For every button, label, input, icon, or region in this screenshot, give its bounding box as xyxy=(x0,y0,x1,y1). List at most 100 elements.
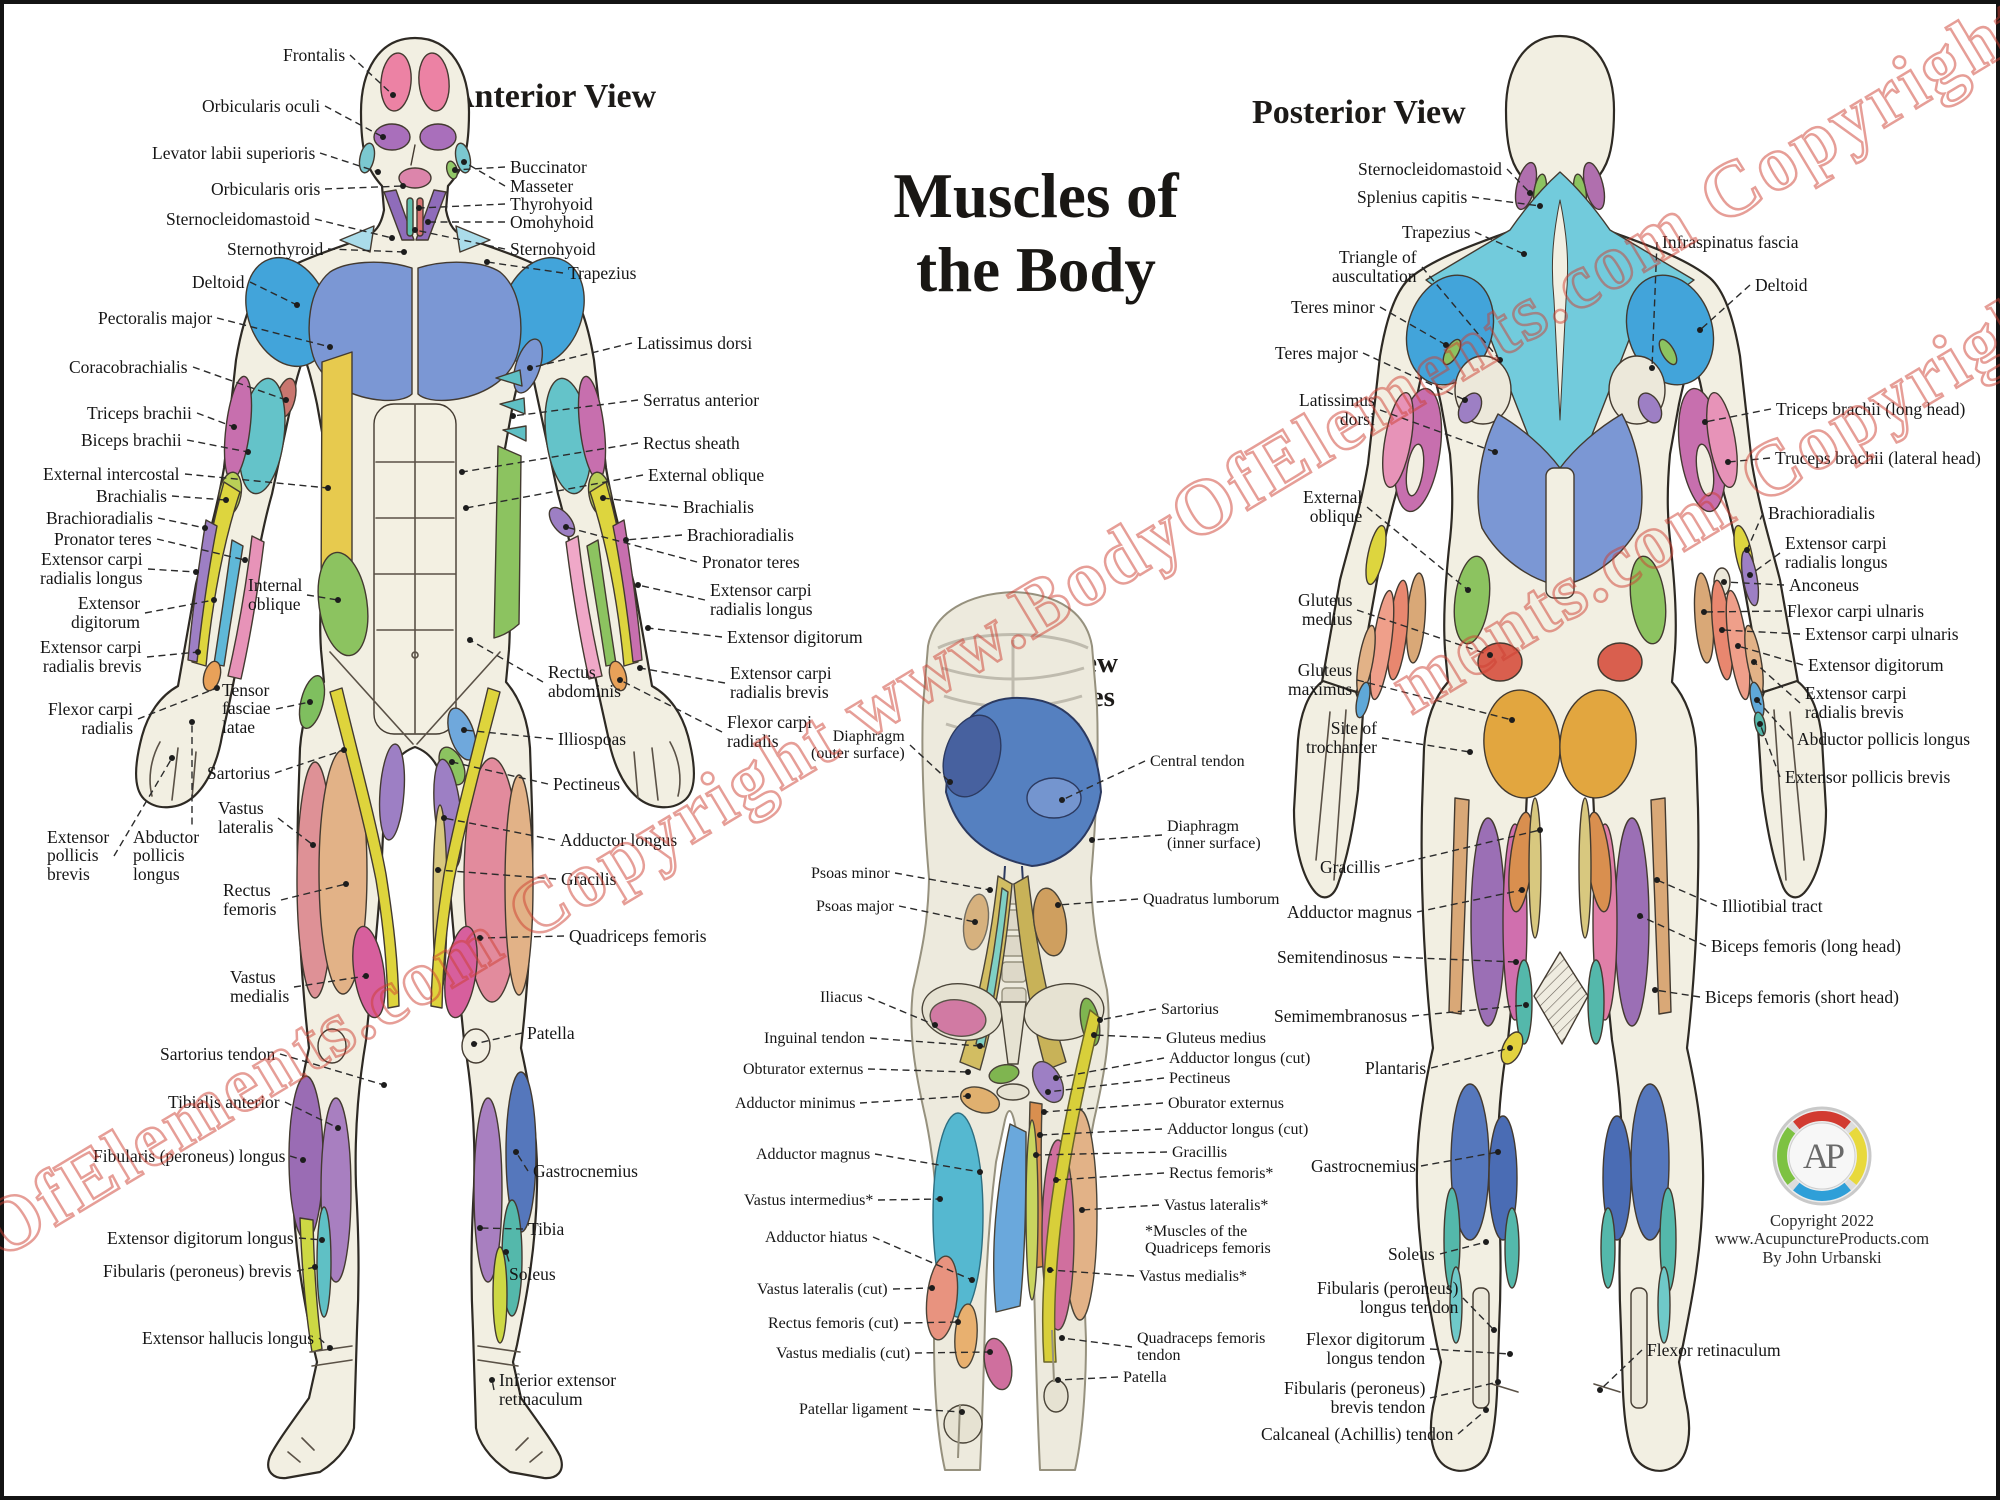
copyright-line: Copyright 2022 xyxy=(1769,1211,1875,1230)
muscle-label: Psoas major xyxy=(816,897,894,915)
muscle-label: Gracillis xyxy=(1172,1143,1228,1161)
muscle-label: Flexor carpi radialis xyxy=(727,712,813,751)
muscle-label: Vastus lateralis (cut) xyxy=(757,1280,888,1298)
muscle-label: Abductor pollicis longus xyxy=(1797,728,1971,749)
logo-letters: AP xyxy=(1803,1136,1844,1176)
muscle-label: Sartorius tendon xyxy=(160,1043,276,1064)
muscle-label: Biceps femoris (short head) xyxy=(1705,986,1899,1007)
muscle-label: Brachioradialis xyxy=(687,524,794,545)
anterior-view-heading: Anterior View xyxy=(450,78,657,115)
muscle-label: Biceps brachii xyxy=(81,429,182,450)
muscle-label: Pectineus xyxy=(1169,1069,1231,1087)
muscle-label: Rectus femoris xyxy=(223,880,277,919)
posterior-view-heading: Posterior View xyxy=(1252,94,1466,131)
muscle-label: Adductor longus (cut) xyxy=(1169,1049,1311,1067)
muscle-label: Tibialis anterior xyxy=(168,1091,280,1112)
muscle-label: Vastus intermedius* xyxy=(744,1191,874,1209)
muscle-label: Sartorius xyxy=(207,762,271,783)
muscle-label: Extensor carpi radialis longus xyxy=(1785,533,1888,572)
muscle-label: Sternocleidomastoid xyxy=(1358,158,1502,179)
muscle-label: Soleus xyxy=(1388,1243,1435,1264)
muscle-label: Trapezius xyxy=(568,262,637,283)
muscle-label: Extensor carpi ulnaris xyxy=(1805,623,1959,644)
muscle-label: *Muscles of the Quadriceps femoris xyxy=(1145,1222,1271,1257)
muscle-label: Obturator externus xyxy=(743,1060,864,1078)
muscle-label: Fibularis (peroneus) longus tendon xyxy=(1317,1278,1459,1317)
muscle-label: Internal oblique xyxy=(248,575,303,614)
muscle-label: Abductor pollicis longus xyxy=(133,826,200,885)
muscle-label: Semimembranosus xyxy=(1274,1005,1408,1026)
muscle-label: Buccinator xyxy=(510,156,587,177)
muscle-label: Diaphragm (outer surface) xyxy=(811,727,905,762)
muscle-label: Gastrocnemius xyxy=(1311,1155,1416,1176)
muscle-label: Pronator teres xyxy=(54,528,152,549)
muscle-label: Rectus femoris (cut) xyxy=(768,1314,899,1332)
muscle-label: Gracillis xyxy=(1320,856,1381,877)
muscle-label: Thyrohyoid xyxy=(510,193,593,214)
muscle-label: Psoas minor xyxy=(811,864,890,882)
muscle-label: Sternothyroid xyxy=(227,238,324,259)
muscle-label: Brachioradialis xyxy=(46,507,153,528)
muscle-label: Fibularis (peroneus) brevis xyxy=(103,1260,292,1281)
muscle-label: Vastus lateralis* xyxy=(1164,1196,1269,1214)
copyright-line: www.AcupunctureProducts.com xyxy=(1714,1229,1930,1249)
muscle-label: Teres major xyxy=(1275,342,1358,363)
muscle-label: Extensor carpi radialis brevis xyxy=(40,637,142,676)
posterior-figure xyxy=(1292,34,1828,1472)
muscle-label: Gracilis xyxy=(561,868,617,889)
muscle-label: Fibularis (peroneus) brevis tendon xyxy=(1284,1378,1426,1417)
muscle-label: Calcaneal (Achillis) tendon xyxy=(1261,1423,1454,1444)
muscle-label: Masseter xyxy=(510,175,574,196)
muscle-label: Vastus medialis (cut) xyxy=(776,1344,911,1362)
muscle-label: External oblique xyxy=(1303,487,1363,526)
muscle-label: Tensor fasciae latae xyxy=(222,679,271,738)
muscle-label: Triceps brachii xyxy=(87,402,192,423)
muscle-label: Latissimus dorsi xyxy=(637,332,753,353)
muscle-label: Serratus anterior xyxy=(643,389,760,410)
muscle-label: Extensor pollicis brevis xyxy=(1785,766,1951,787)
muscle-label: Gluteus medius xyxy=(1166,1029,1266,1047)
muscle-label: Extensor digitorum xyxy=(1808,654,1944,675)
muscle-label: Extensor digitorum longus xyxy=(107,1227,294,1248)
muscle-label: Latissimus dorsi xyxy=(1299,390,1375,429)
muscle-label: Deltoid xyxy=(1755,274,1808,295)
muscle-label: Orbicularis oris xyxy=(211,178,321,199)
muscle-label: Extensor hallucis longus xyxy=(142,1327,315,1348)
muscle-label: Flexor carpi radialis xyxy=(48,699,134,738)
muscle-label: Adductor hiatus xyxy=(765,1228,868,1246)
muscle-label: Frontalis xyxy=(283,44,346,65)
anterior-figure xyxy=(135,36,695,1480)
muscle-label: Gluteus maximus xyxy=(1288,660,1353,699)
muscle-label: Iliacus xyxy=(820,988,863,1006)
muscle-label: Semitendinosus xyxy=(1277,946,1388,967)
muscle-label: Brachioradialis xyxy=(1768,502,1875,523)
muscle-label: Omohyhoid xyxy=(510,211,594,232)
muscle-label: Illiotibial tract xyxy=(1722,895,1823,916)
poster-title: Muscles of the Body xyxy=(893,161,1179,305)
muscle-label: Inguinal tendon xyxy=(764,1029,865,1047)
muscle-label: Rectus abdominis xyxy=(548,662,621,701)
muscle-label: Illiospoas xyxy=(558,728,627,749)
muscle-label: Adductor longus xyxy=(560,829,678,850)
muscle-label: Extensor digitorum xyxy=(727,626,863,647)
muscle-label: Site of trochanter xyxy=(1306,718,1377,757)
muscle-label: Fibularis (peroneus) longus xyxy=(93,1145,286,1166)
muscle-label: Tibia xyxy=(528,1218,565,1239)
muscle-label: Inferior extensor retinaculum xyxy=(499,1370,617,1409)
muscle-label: Pronator teres xyxy=(702,551,800,572)
muscle-label: Plantaris xyxy=(1365,1057,1427,1078)
muscle-label: External intercostal xyxy=(43,463,180,484)
muscle-label: Triangle of auscultation xyxy=(1332,247,1417,286)
muscle-label: Sternohyoid xyxy=(510,238,596,259)
muscle-label: Flexor retinaculum xyxy=(1647,1339,1781,1360)
muscle-label: Infraspinatus fascia xyxy=(1662,231,1799,252)
muscle-label: Gastrocnemius xyxy=(533,1160,638,1181)
muscle-label: Coracobrachialis xyxy=(69,356,188,377)
muscle-label: Truceps brachii (lateral head) xyxy=(1775,447,1981,468)
acupuncture-products-logo: AP xyxy=(1772,1106,1872,1206)
muscle-label: Teres minor xyxy=(1291,296,1375,317)
muscle-label: Sternocleidomastoid xyxy=(166,208,310,229)
muscle-label: Adductor minimus xyxy=(735,1094,856,1112)
muscle-label: Vastus lateralis xyxy=(218,798,274,837)
